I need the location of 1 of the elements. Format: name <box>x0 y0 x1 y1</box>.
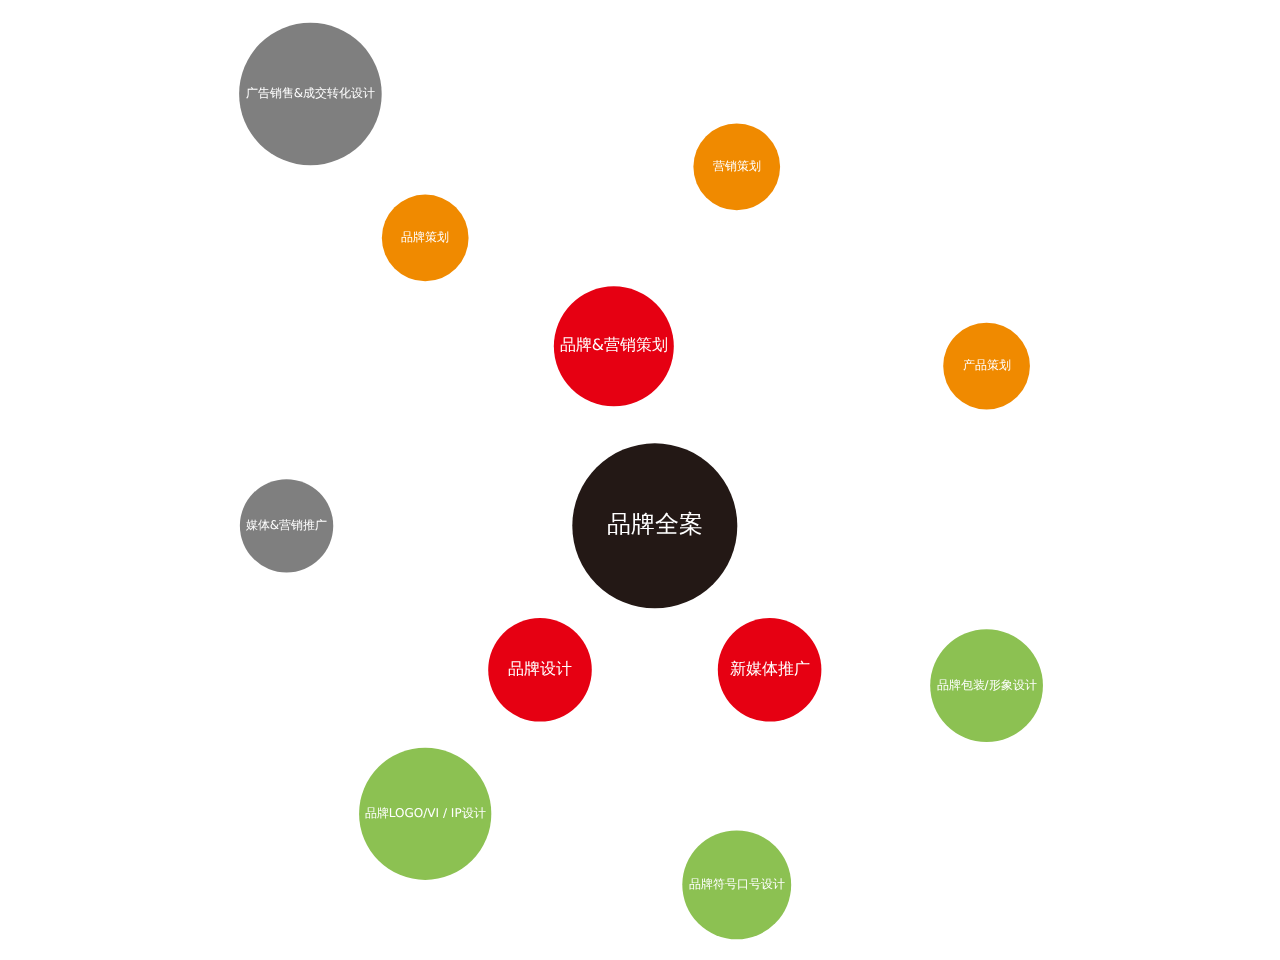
node-circle: 品牌全案 <box>571 442 737 608</box>
